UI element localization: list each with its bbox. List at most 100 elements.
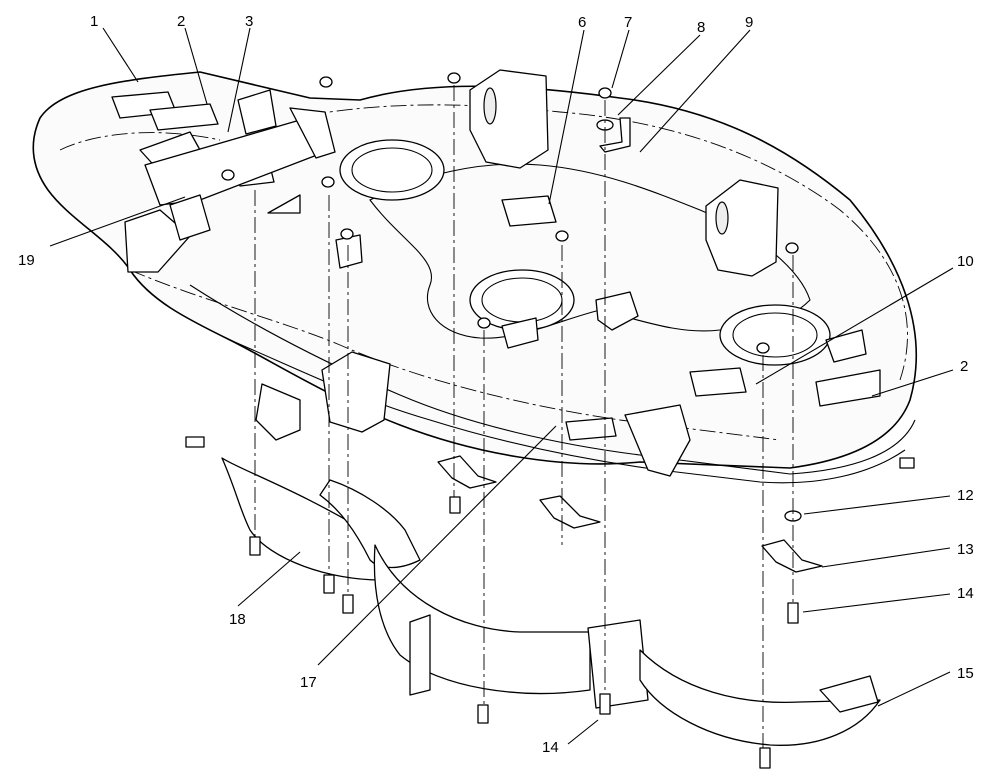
callout-3: 3 [245, 13, 253, 30]
decal-center [501, 195, 557, 227]
deck-brackets [124, 69, 867, 477]
callout-19: 19 [18, 252, 35, 269]
callouts: 1 2 3 6 7 8 9 19 10 2 12 13 14 18 15 17 [18, 13, 974, 756]
callout-2a: 2 [177, 13, 185, 30]
nut-top-1 [221, 169, 235, 181]
bolt-center-1 [449, 496, 461, 514]
left-side-mount [124, 209, 191, 273]
decal-left-2 [149, 103, 219, 131]
callout-18: 18 [229, 611, 246, 628]
hitch-leg [169, 194, 211, 241]
callout-14b: 14 [542, 739, 559, 756]
nut-top-5 [555, 230, 569, 242]
leader-2a [184, 27, 208, 105]
callout-13: 13 [957, 541, 974, 558]
vane-13 [761, 539, 823, 573]
deck-hidden-outline-2 [129, 269, 781, 441]
left-baffle-arc [319, 479, 421, 569]
nut-top-4 [340, 228, 354, 240]
leader-14b [567, 719, 599, 745]
left-baffle [221, 457, 381, 581]
callout-10: 10 [957, 253, 974, 270]
decal-right-front [689, 367, 747, 397]
decal-right-side [815, 369, 881, 407]
leader-18 [237, 551, 301, 607]
center-baffle [373, 544, 591, 695]
decal-front-center [565, 417, 617, 441]
vanes [437, 455, 823, 573]
leader-2b [871, 369, 954, 397]
rod-9 [599, 117, 631, 153]
leader-15 [877, 671, 951, 707]
callout-17: 17 [300, 674, 317, 691]
bolt-left-2 [323, 574, 335, 594]
nut-top-7 [785, 242, 799, 254]
nut-7 [598, 87, 612, 99]
callout-1: 1 [90, 13, 98, 30]
bolt-14-center [599, 693, 611, 715]
leader-8 [617, 34, 701, 116]
spindle-openings [339, 139, 831, 366]
callout-9: 9 [745, 14, 753, 31]
left-spindle-ring [351, 147, 433, 193]
rear-right-bracket-slot [715, 201, 729, 235]
small-clip-left [335, 234, 363, 269]
center-baffle-end [409, 614, 431, 696]
hitch-assembly [144, 107, 336, 241]
nut-top-2 [321, 176, 335, 188]
callout-14a: 14 [957, 585, 974, 602]
leader-13 [821, 547, 951, 568]
leader-10 [755, 267, 954, 385]
bolt-center-2 [477, 704, 489, 724]
center-idler-bracket [595, 291, 639, 331]
assembly-centerlines [254, 85, 794, 748]
center-baffle-tab [587, 619, 649, 709]
hitch-arm [289, 107, 336, 159]
callout-6: 6 [578, 14, 586, 31]
baffles [221, 383, 881, 746]
leader-14a [802, 593, 951, 613]
right-spindle-ring [732, 312, 818, 358]
nut-top-3 [447, 72, 461, 84]
leader-17 [317, 425, 557, 666]
left-spindle-opening [339, 139, 445, 201]
rear-left-bracket [469, 69, 549, 169]
callout-15: 15 [957, 665, 974, 682]
rear-left-bracket-slot [483, 87, 497, 125]
bolt-left-1 [249, 536, 261, 556]
leader-19 [49, 196, 186, 247]
left-hitch-bracket-2 [237, 89, 277, 135]
right-baffle [639, 649, 881, 746]
leader-3 [227, 27, 251, 133]
nut-top-6 [477, 317, 491, 329]
bolt-side-right [899, 457, 915, 469]
callout-2b: 2 [960, 358, 968, 375]
nut-top-9 [319, 76, 333, 88]
right-spindle-opening [719, 304, 831, 366]
front-right-bracket [624, 404, 691, 477]
callout-8: 8 [697, 19, 705, 36]
front-left-bracket [321, 351, 391, 433]
leader-7 [611, 29, 630, 89]
decal-warning-triangle [267, 194, 301, 214]
leader-9 [639, 29, 751, 153]
callout-7: 7 [624, 14, 632, 31]
leader-6 [548, 29, 585, 205]
leader-12 [803, 495, 951, 515]
right-baffle-tip [819, 675, 879, 713]
small-clip-right [825, 329, 867, 363]
left-baffle-wing [255, 383, 301, 441]
small-clip-center [501, 317, 539, 349]
leader-1 [102, 27, 139, 83]
deck-skirt-edge [189, 284, 916, 475]
vane-2 [539, 495, 601, 529]
hardware [185, 72, 915, 769]
bolt-left-3 [342, 594, 354, 614]
callout-12: 12 [957, 487, 974, 504]
deck-hidden-outline [59, 104, 908, 381]
bolt-right-low [759, 747, 771, 769]
nut-top-8 [756, 342, 770, 354]
bolt-14-right [787, 602, 799, 624]
